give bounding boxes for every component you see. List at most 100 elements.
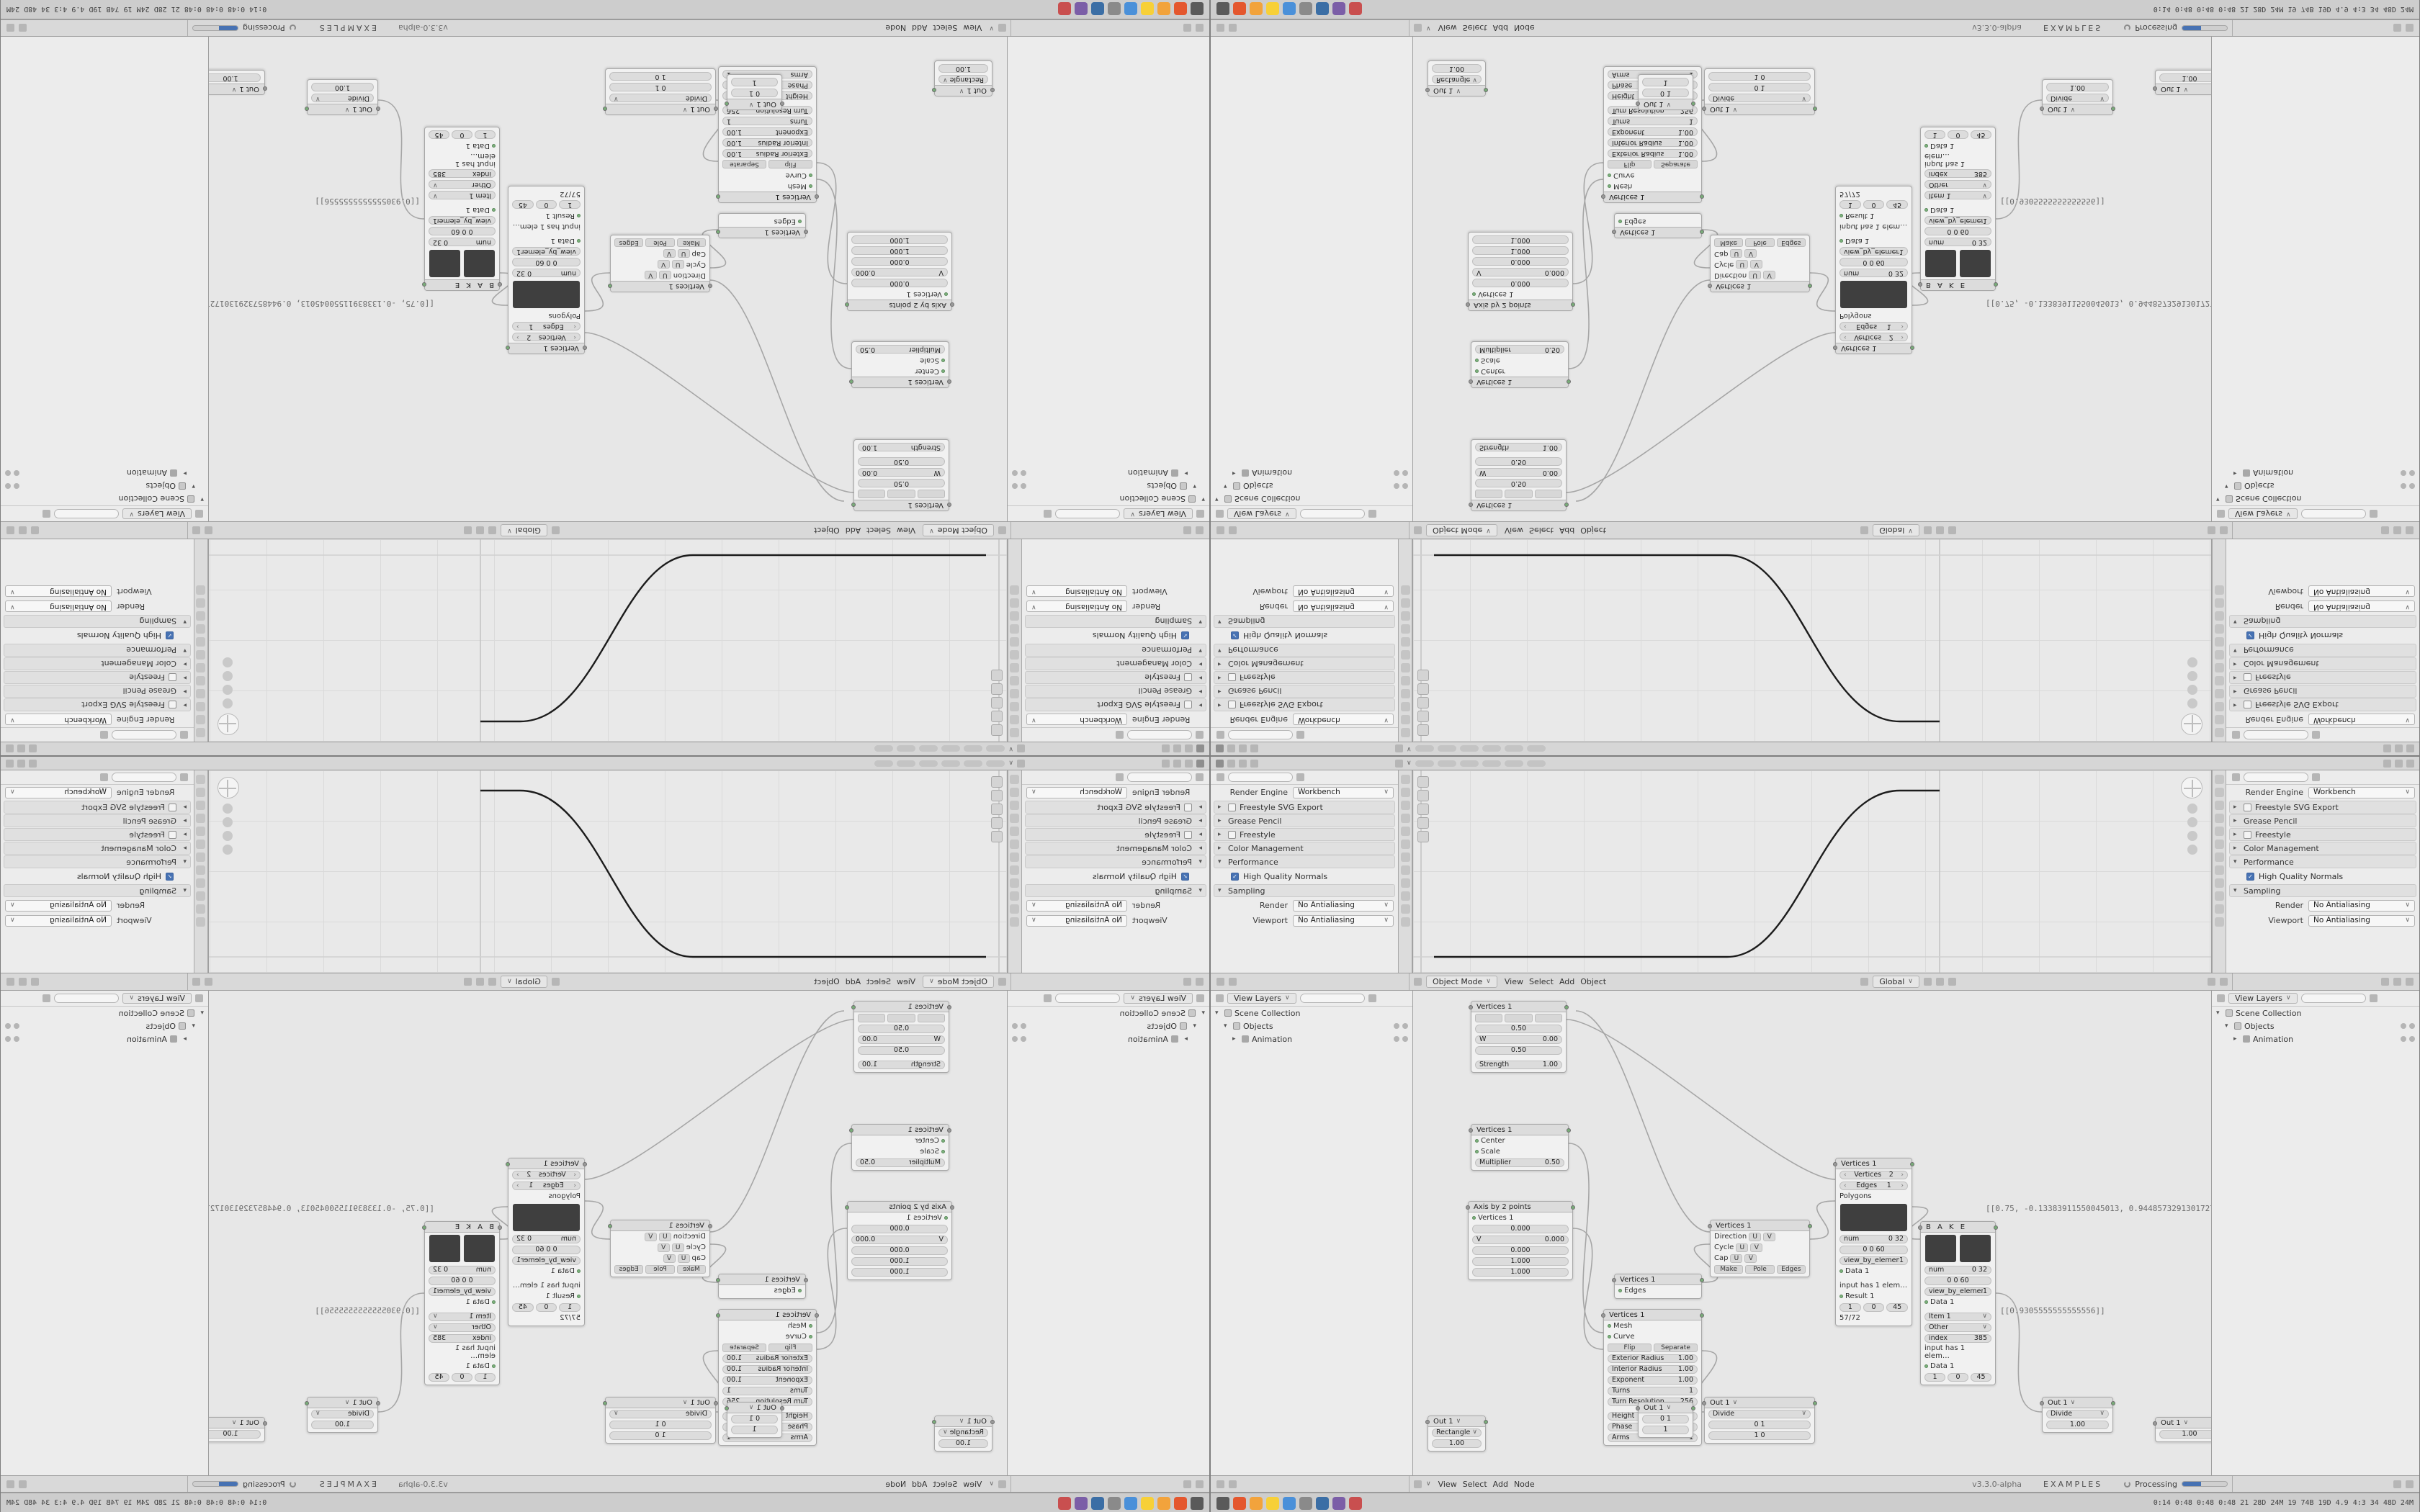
output-socket[interactable] bbox=[1994, 1225, 1998, 1230]
outliner-row[interactable]: ▾Objects bbox=[1, 1020, 208, 1032]
disclosure-open-icon[interactable]: ▾ bbox=[200, 1009, 204, 1017]
menu-add[interactable]: Add bbox=[912, 1479, 928, 1489]
outliner-row[interactable]: ▾Scene Collection bbox=[2212, 1007, 2419, 1020]
rotate-tool-icon[interactable] bbox=[1417, 670, 1429, 681]
file-menu-icon[interactable] bbox=[1185, 759, 1193, 768]
outliner-row[interactable]: ▾Scene Collection bbox=[2212, 492, 2419, 505]
render-tab-icon[interactable] bbox=[1010, 715, 1020, 724]
output-tab-icon[interactable] bbox=[1400, 702, 1410, 711]
prop-value-dropdown[interactable]: No Antialiasing∨ bbox=[1293, 600, 1394, 613]
search-input[interactable] bbox=[1127, 773, 1192, 782]
move-tool-icon[interactable] bbox=[991, 817, 1003, 829]
value-field[interactable]: 1.00 bbox=[938, 1439, 988, 1448]
panel-header[interactable]: ▸Color Management bbox=[4, 657, 191, 670]
prop-value-dropdown[interactable]: No Antialiasing∨ bbox=[1026, 899, 1127, 912]
outliner-row[interactable]: ▾Objects bbox=[1, 480, 208, 492]
overlays-icon[interactable] bbox=[476, 526, 485, 534]
input-socket[interactable] bbox=[950, 1205, 954, 1210]
output-socket[interactable] bbox=[932, 1420, 936, 1424]
panel-header[interactable]: ▾Sampling bbox=[4, 884, 191, 897]
filter-icon[interactable] bbox=[1116, 773, 1124, 781]
editor-type-icon[interactable] bbox=[1216, 526, 1224, 534]
value-field[interactable]: 1.000 bbox=[1472, 235, 1569, 245]
value-field[interactable]: 1 0 bbox=[1708, 1431, 1811, 1440]
app-icon-2[interactable] bbox=[1157, 2, 1170, 16]
output-tab-icon[interactable] bbox=[196, 702, 206, 711]
menu-view[interactable]: View bbox=[1504, 526, 1523, 535]
modifiers-tab-icon[interactable] bbox=[2214, 637, 2224, 647]
node-header[interactable]: Out 1∨ bbox=[932, 1416, 995, 1427]
render-menu-icon[interactable] bbox=[1250, 759, 1258, 768]
object-data-tab-icon[interactable] bbox=[196, 585, 206, 595]
app-icon-8[interactable] bbox=[1349, 2, 1362, 16]
tool-tab-icon[interactable] bbox=[1010, 728, 1020, 737]
dropdown[interactable]: Item 1∨ bbox=[1924, 191, 1991, 200]
app-icon-3[interactable] bbox=[1141, 2, 1154, 16]
value-field[interactable]: 0 0 60 bbox=[512, 258, 581, 267]
checkbox[interactable] bbox=[1228, 701, 1236, 709]
menu-icon[interactable] bbox=[2406, 1480, 2414, 1488]
camera-icon[interactable] bbox=[223, 671, 233, 681]
value-field[interactable]: 0 bbox=[1863, 200, 1885, 210]
prop-value-dropdown[interactable]: No Antialiasing∨ bbox=[1293, 914, 1394, 927]
value-field[interactable]: 1 0 bbox=[609, 72, 712, 81]
app-icon-4[interactable] bbox=[1283, 2, 1296, 16]
panel-header[interactable]: ▸Freestyle SVG Export bbox=[4, 801, 191, 814]
eye-icon[interactable] bbox=[1012, 1036, 1018, 1042]
cursor-tool-icon[interactable] bbox=[1417, 697, 1429, 708]
node-header[interactable]: Axis by 2 points bbox=[1466, 1202, 1575, 1212]
pole-button[interactable]: Pole bbox=[1745, 1264, 1775, 1274]
app-icon-6[interactable] bbox=[1316, 2, 1329, 16]
value-field[interactable]: 0 bbox=[535, 1302, 557, 1312]
output-socket[interactable] bbox=[1484, 88, 1488, 92]
node-tree-name[interactable]: EXAMPLES bbox=[2043, 1479, 2103, 1489]
node-header[interactable]: Out 1∨ bbox=[1702, 104, 1817, 114]
options-icon[interactable] bbox=[1183, 526, 1191, 534]
node-tree-name[interactable]: EXAMPLES bbox=[317, 1479, 377, 1489]
node-out-last[interactable]: Out 1∨1.00 bbox=[2153, 1417, 2211, 1442]
blender-logo-icon[interactable] bbox=[1216, 759, 1224, 768]
editor-type-icon[interactable] bbox=[1414, 24, 1422, 32]
input-socket[interactable] bbox=[947, 503, 951, 507]
view-layer-tab-icon[interactable] bbox=[1010, 689, 1020, 698]
output-socket[interactable] bbox=[1571, 302, 1575, 307]
physics-tab-icon[interactable] bbox=[1400, 611, 1410, 621]
menu-view[interactable]: View bbox=[897, 977, 916, 986]
value-field[interactable]: 0 0 60 bbox=[429, 1276, 496, 1285]
gizmos-icon[interactable] bbox=[2208, 978, 2215, 986]
u-button[interactable]: U bbox=[1749, 1232, 1762, 1241]
app-icon-3[interactable] bbox=[1266, 2, 1279, 16]
panel-header[interactable]: ▸Freestyle bbox=[4, 671, 191, 684]
disclosure-open-icon[interactable]: ▾ bbox=[1201, 1009, 1205, 1017]
checkbox[interactable] bbox=[1184, 830, 1192, 839]
node-header[interactable]: Vertices 1 bbox=[1601, 1310, 1704, 1320]
value-field[interactable]: 1 bbox=[1642, 1425, 1689, 1434]
disclosure-open-icon[interactable]: ▾ bbox=[200, 495, 204, 503]
world-tab-icon[interactable] bbox=[2214, 663, 2224, 672]
value-field[interactable]: 0.000 bbox=[851, 1224, 948, 1233]
menu-icon[interactable] bbox=[6, 526, 14, 534]
workspace-tab[interactable] bbox=[1526, 745, 1546, 752]
prop-value-dropdown[interactable]: Workbench∨ bbox=[1026, 786, 1127, 798]
node-header[interactable]: Vertices 1 bbox=[1833, 343, 1914, 354]
filter-icon[interactable] bbox=[1368, 994, 1376, 1002]
node-out-last[interactable]: Out 1∨1.00 bbox=[208, 70, 267, 95]
menu-add[interactable]: Add bbox=[845, 526, 861, 535]
search-icon[interactable] bbox=[1196, 773, 1204, 781]
physics-tab-icon[interactable] bbox=[196, 611, 206, 621]
stepper-left-arrow[interactable]: ‹ bbox=[573, 1182, 576, 1189]
tweak-tool-icon[interactable] bbox=[991, 724, 1003, 736]
modifiers-tab-icon[interactable] bbox=[1010, 865, 1020, 875]
filter-icon[interactable] bbox=[2369, 994, 2378, 1002]
value-field[interactable]: 1.00 bbox=[2159, 1429, 2211, 1439]
